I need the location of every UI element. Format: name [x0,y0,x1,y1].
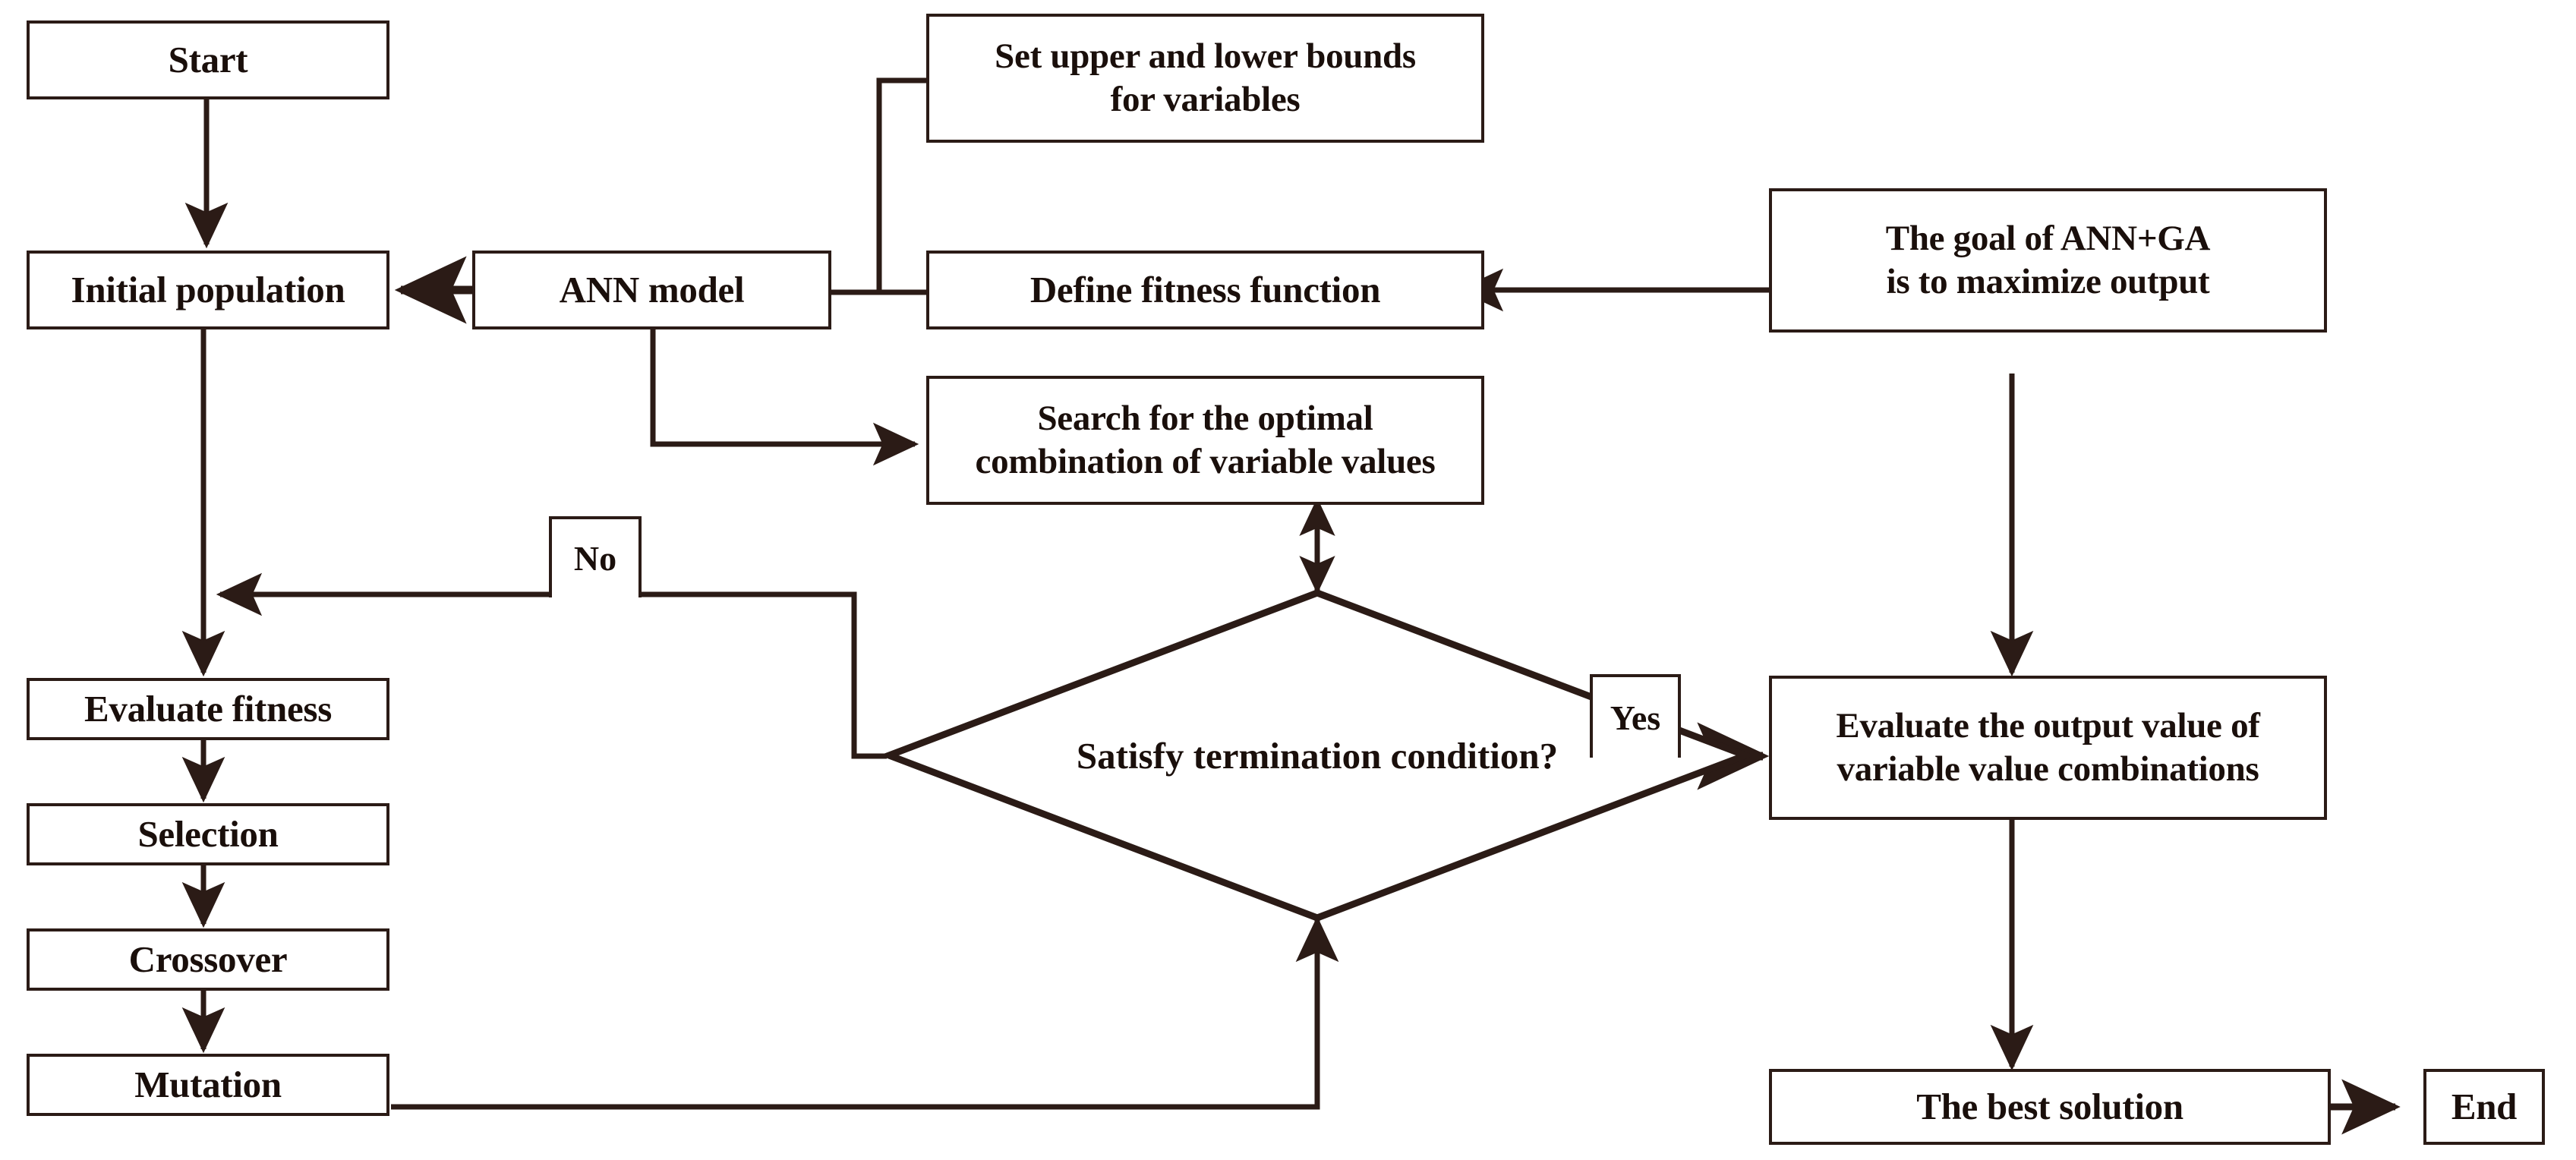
node-goal[interactable]: The goal of ANN+GA is to maximize output [1769,188,2327,333]
node-set-bounds-line2: for variables [1110,80,1301,119]
node-end-label: End [2451,1086,2518,1128]
edge-label-yes: Yes [1590,674,1681,758]
edge-ann-to-search-optimal [650,329,919,466]
node-selection-label: Selection [137,813,279,856]
node-mutation-label: Mutation [134,1064,282,1106]
node-selection[interactable]: Selection [27,803,389,865]
node-define-fitness[interactable]: Define fitness function [926,251,1484,329]
node-goal-line1: The goal of ANN+GA [1885,218,2211,258]
node-crossover[interactable]: Crossover [27,928,389,991]
node-start[interactable]: Start [27,20,389,99]
edge-label-no-text: No [573,539,617,578]
node-termination-label: Satisfy termination condition? [1076,734,1559,777]
node-evaluate-output[interactable]: Evaluate the output value of variable va… [1769,676,2327,820]
node-ann-model[interactable]: ANN model [472,251,831,329]
node-set-bounds-line1: Set upper and lower bounds [995,36,1416,76]
node-start-label: Start [168,39,248,81]
node-set-bounds[interactable]: Set upper and lower bounds for variables [926,14,1484,143]
node-termination-decision[interactable]: Satisfy termination condition? [884,588,1750,922]
node-search-optimal[interactable]: Search for the optimal combination of va… [926,376,1484,505]
edge-label-no: No [549,516,642,597]
node-crossover-label: Crossover [128,938,288,981]
node-ann-model-label: ANN model [559,269,745,311]
node-define-fitness-label: Define fitness function [1029,269,1381,311]
edge-mutation-to-termination [391,916,1339,1110]
edge-label-yes-text: Yes [1610,698,1661,737]
node-best-solution[interactable]: The best solution [1769,1069,2331,1145]
node-evaluate-output-line2: variable value combinations [1837,749,2259,789]
node-initial-population-label: Initial population [71,269,345,311]
node-mutation[interactable]: Mutation [27,1054,389,1116]
node-best-solution-label: The best solution [1916,1086,2183,1128]
node-search-optimal-line2: combination of variable values [975,442,1436,481]
node-initial-population[interactable]: Initial population [27,251,389,329]
edge-set-bounds-to-ann [876,77,926,292]
node-search-optimal-line1: Search for the optimal [1037,398,1373,438]
node-goal-line2: is to maximize output [1886,262,2210,301]
node-end[interactable]: End [2423,1069,2545,1145]
node-evaluate-output-line1: Evaluate the output value of [1836,705,2260,745]
node-evaluate-fitness[interactable]: Evaluate fitness [27,678,389,740]
node-evaluate-fitness-label: Evaluate fitness [84,688,332,730]
